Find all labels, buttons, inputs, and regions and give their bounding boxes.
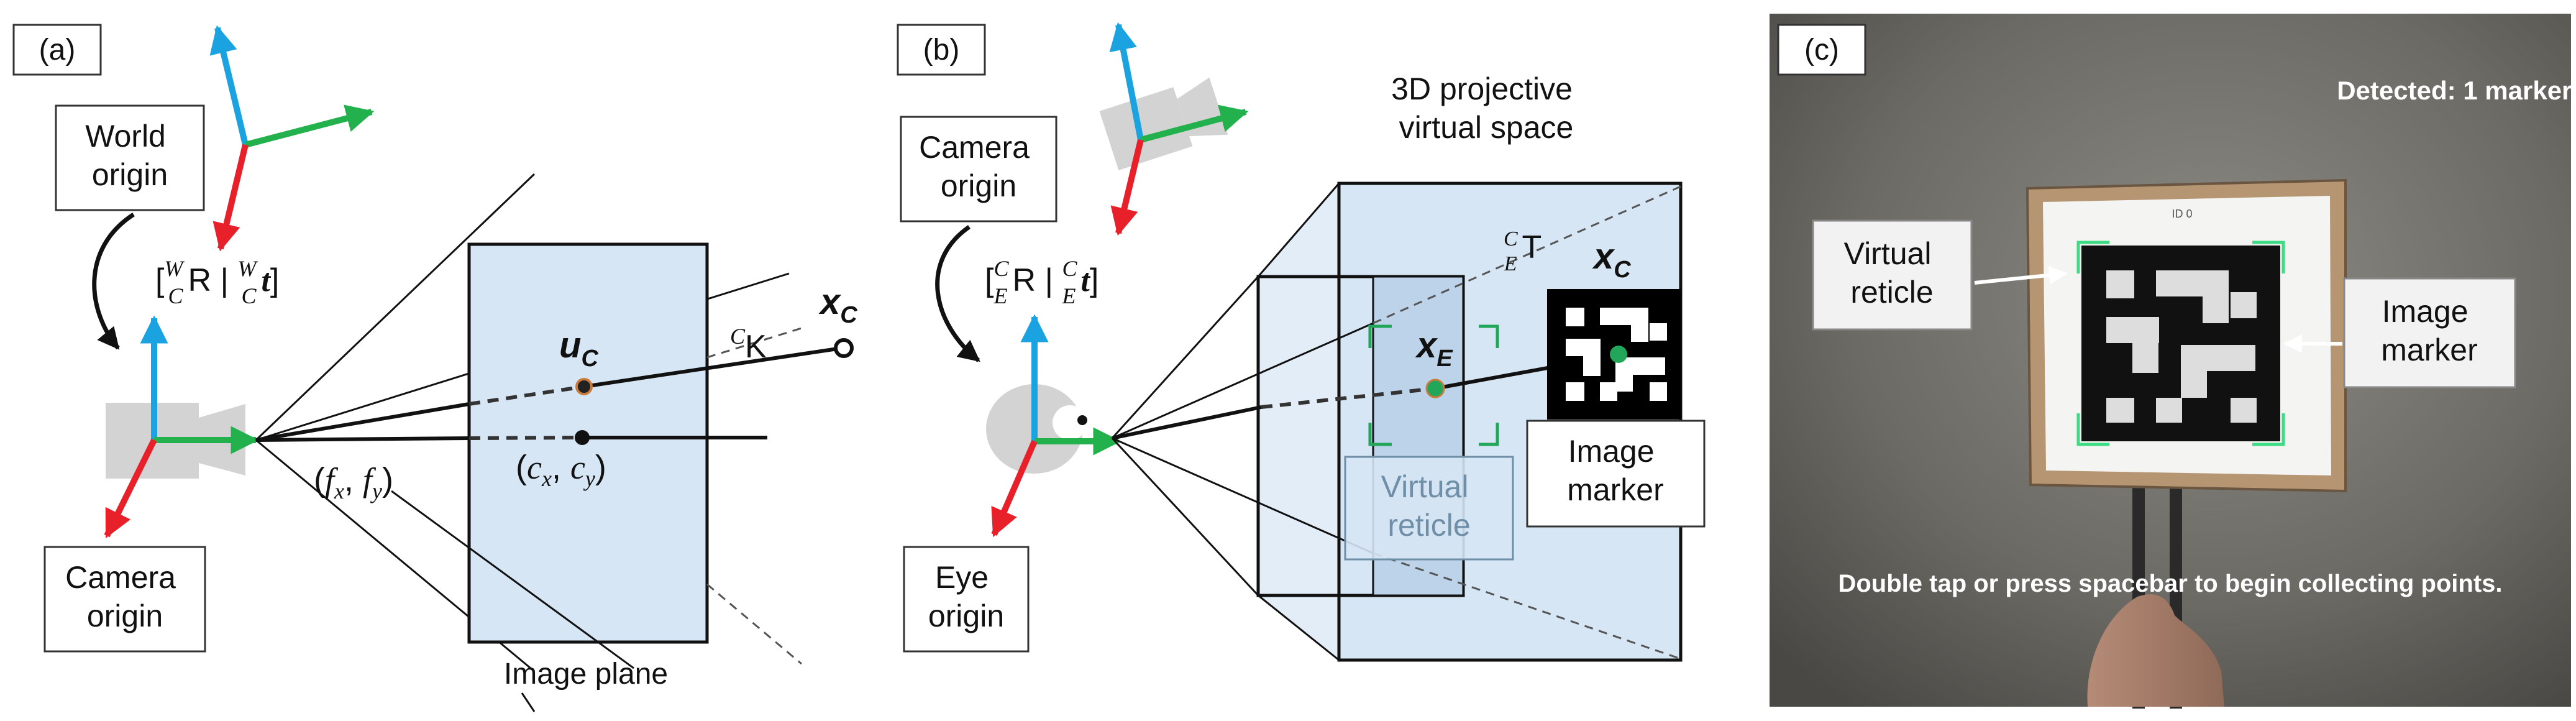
virtual-reticle-box-b (1344, 456, 1514, 561)
eye-origin-label: Eye origin (928, 560, 1004, 633)
reticle-brackets-b (1368, 324, 1499, 446)
ray-to-xc (255, 402, 470, 442)
frustum-dashed-a (706, 327, 802, 359)
world-axis-red (212, 144, 249, 252)
virtual-reticle-box-c (1812, 219, 1973, 331)
point-x-e (1425, 379, 1445, 398)
panel-c-tag: (c) (1804, 34, 1839, 67)
label-x-c-a: xC (818, 282, 857, 328)
world-axis-green (244, 104, 375, 148)
ray-eye-marker (1112, 405, 1262, 440)
marker-id-text: ID 0 (2172, 208, 2192, 220)
camera-origin-label-a: Camera origin (65, 560, 185, 633)
ray-eye-marker-dashed (1261, 387, 1436, 409)
point-x-c (834, 338, 854, 358)
panel-c-tag-box (1777, 24, 1866, 76)
label-principal: (cx, cy) (516, 449, 606, 491)
image-plane (467, 242, 709, 644)
label-x-c-b: xC (1592, 236, 1631, 283)
transform-arrow-b (935, 225, 980, 362)
camera-origin-box-a (43, 546, 206, 653)
world-axes (209, 25, 375, 252)
frustum-b (1111, 275, 1374, 597)
camera-axes-b (1109, 22, 1249, 236)
camera-origin-label-b: Camera origin (919, 130, 1038, 203)
label-K: CK (730, 324, 767, 365)
label-focal: (fx, fy) (314, 461, 393, 503)
frustum-dashed-b (706, 583, 802, 665)
panel-b-tag-box (897, 24, 986, 76)
panel-b-tag: (b) (923, 34, 960, 67)
eye-axes (991, 314, 1121, 538)
space-title: 3D projective virtual space (1391, 71, 1581, 145)
reticle-brackets-c (2076, 241, 2285, 446)
image-marker-box-b (1526, 420, 1706, 528)
camera-origin-box-b (900, 116, 1057, 223)
focal-leader (391, 490, 634, 669)
diag-dashed-top (1372, 185, 1681, 324)
reticle-pointer (1974, 265, 2068, 285)
instruction-text: Double tap or press spacebar to begin co… (1838, 570, 2502, 597)
label-x-e: xE (1415, 325, 1453, 372)
point-u-c (575, 378, 593, 395)
image-plane-label: Image plane (504, 658, 668, 691)
hand (2087, 594, 2224, 707)
eye-origin-box (903, 546, 1030, 653)
diag-dashed-bottom (1372, 552, 1681, 660)
aruco-marker-b (1547, 289, 1681, 420)
image-plane-tick (521, 692, 536, 712)
label-u-c: uC (559, 325, 598, 372)
aruco-marker-c (2081, 246, 2280, 441)
image-marker-label-c: Image marker (2381, 294, 2478, 367)
panel-a-tag-box (12, 24, 102, 76)
world-origin-box (55, 104, 205, 211)
image-marker-box-c (2343, 277, 2516, 388)
world-origin-label: World origin (85, 119, 175, 192)
ray-to-xc-solid (583, 346, 843, 388)
principal-axis (255, 436, 470, 442)
point-principal (575, 430, 590, 445)
transform-arrow-a (92, 213, 135, 350)
virtual-reticle-label-b: Virtual reticle (1381, 469, 1478, 543)
detected-text: Detected: 1 markers (2337, 76, 2576, 105)
camera-axes-a (104, 315, 259, 539)
panel-a-tag: (a) (39, 34, 76, 67)
ray-to-xc-dashed (468, 385, 585, 406)
image-marker-label-b: Image marker (1567, 434, 1664, 507)
virtual-reticle-label-c: Virtual reticle (1844, 236, 1940, 310)
panel-c: ID 0 Detected: 1 markers (c) Virtual ret… (1770, 14, 2576, 709)
world-axis-blue (209, 25, 249, 146)
